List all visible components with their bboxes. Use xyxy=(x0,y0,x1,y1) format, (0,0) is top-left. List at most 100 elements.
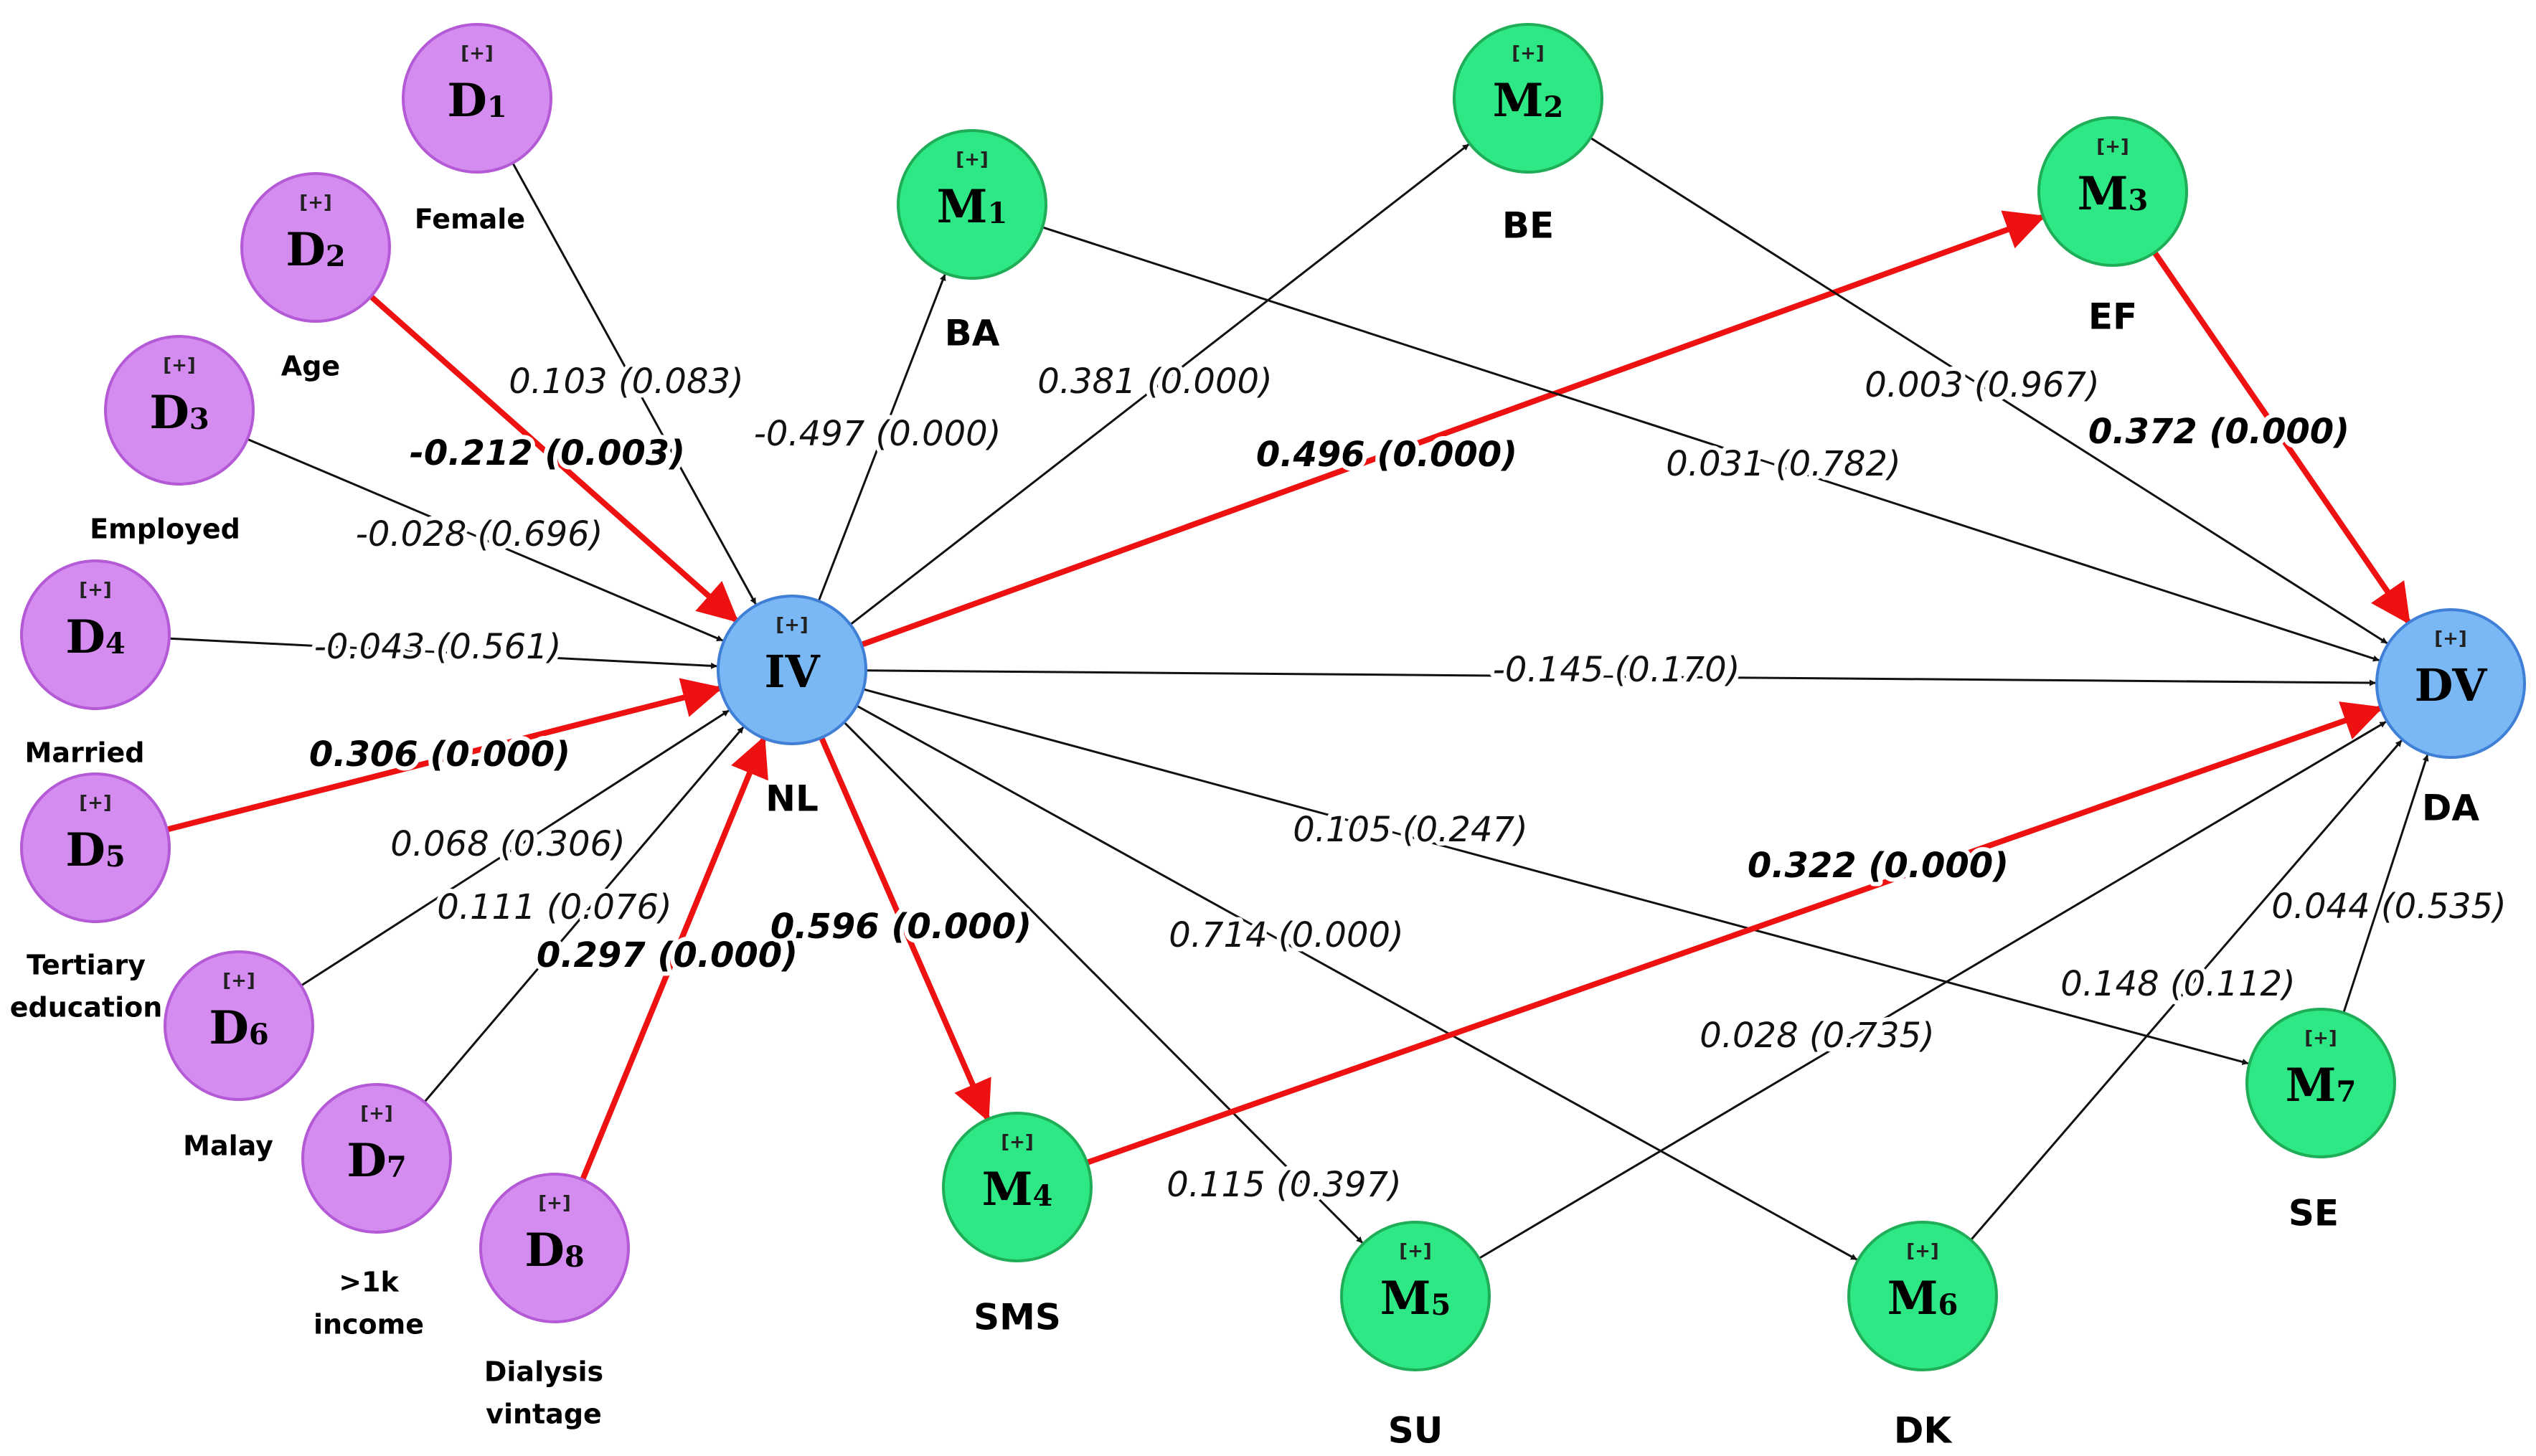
node-label: D4 xyxy=(65,610,125,664)
node-circle[interactable] xyxy=(2375,608,2526,759)
node-d8[interactable]: [+]D8 xyxy=(479,1173,630,1323)
expand-marker-icon[interactable]: [+] xyxy=(776,615,809,636)
construct-nodes: [+]D1[+]D2[+]D3[+]D4[+]D5[+]D6[+]D7[+]D8… xyxy=(20,23,2526,1371)
node-label: M5 xyxy=(1380,1272,1451,1325)
node-d5[interactable]: [+]D5 xyxy=(20,772,171,923)
path-coefficient-label: 0.068 (0.306) xyxy=(390,824,626,864)
node-m3[interactable]: [+]M3 xyxy=(2037,116,2188,267)
expand-marker-icon[interactable]: [+] xyxy=(2096,136,2129,158)
node-circle[interactable] xyxy=(942,1112,1093,1262)
caption-m7: SE xyxy=(2288,1193,2339,1234)
node-d3[interactable]: [+] D3 xyxy=(104,335,255,486)
caption-m2: BE xyxy=(1502,205,1554,247)
node-circle[interactable] xyxy=(479,1173,630,1323)
node-m5[interactable]: [+] M5 xyxy=(1340,1221,1491,1371)
path-arrow-d2-to-iv xyxy=(369,294,739,623)
path-coefficient-label: 0.306 (0.000) xyxy=(309,734,570,775)
node-m6[interactable]: [+] M6 xyxy=(1847,1221,1998,1371)
node-circle[interactable] xyxy=(2245,1008,2396,1158)
expand-marker-icon[interactable]: [+] xyxy=(163,355,196,377)
path-coefficient-label: 0.105 (0.247) xyxy=(1293,810,1528,850)
caption-d6: Malay xyxy=(183,1130,273,1162)
path-arrow-iv-to-m4 xyxy=(819,736,991,1122)
node-label: D1 xyxy=(447,74,506,128)
expand-marker-icon[interactable]: [+] xyxy=(2304,1028,2337,1049)
node-d7[interactable]: [+]D7 xyxy=(301,1083,452,1234)
caption-d8: vintage xyxy=(486,1398,602,1429)
node-circle[interactable] xyxy=(897,129,1047,280)
path-coefficient-label: 0.115 (0.397) xyxy=(1166,1165,1402,1205)
expand-marker-icon[interactable]: [+] xyxy=(538,1193,571,1214)
path-arrow-iv-to-m1 xyxy=(817,274,946,602)
expand-marker-icon[interactable]: [+] xyxy=(1001,1132,1034,1153)
node-circle[interactable] xyxy=(1340,1221,1491,1371)
node-circle[interactable] xyxy=(301,1083,452,1234)
node-label: M7 xyxy=(2286,1059,2357,1112)
node-d6[interactable]: [+] D6 xyxy=(164,950,314,1101)
node-m1[interactable]: [+]M1 xyxy=(897,129,1047,280)
node-circle[interactable] xyxy=(104,335,255,486)
expand-marker-icon[interactable]: [+] xyxy=(79,793,112,814)
path-coefficient-label: -0.212 (0.003) xyxy=(410,433,685,473)
path-arrow-m2-to-dv xyxy=(1590,136,2388,644)
path-arrow-iv-to-m5 xyxy=(843,721,1363,1244)
node-m4[interactable]: [+]M4 xyxy=(942,1112,1093,1262)
path-coefficient-label: 0.496 (0.000) xyxy=(1256,435,1517,475)
node-circle[interactable] xyxy=(240,172,391,323)
node-circle[interactable] xyxy=(402,23,552,174)
expand-marker-icon[interactable]: [+] xyxy=(299,192,332,214)
path-arrow-d1-to-iv xyxy=(512,162,757,605)
caption-m6: DK xyxy=(1894,1410,1953,1452)
node-label: M6 xyxy=(1887,1272,1958,1325)
path-arrow-d5-to-iv xyxy=(166,678,723,833)
node-circle[interactable] xyxy=(2037,116,2188,267)
path-coefficient-label: 0.596 (0.000) xyxy=(770,907,1032,947)
node-dv[interactable]: [+]DV xyxy=(2375,608,2526,759)
caption-m4: SMS xyxy=(974,1297,1061,1338)
node-circle[interactable] xyxy=(1847,1221,1998,1371)
caption-d1: Female xyxy=(415,204,525,235)
node-d1[interactable]: [+] D1 xyxy=(402,23,552,174)
node-iv[interactable]: [+]IV xyxy=(717,595,867,745)
caption-d7: income xyxy=(314,1308,424,1340)
expand-marker-icon[interactable]: [+] xyxy=(461,43,494,65)
path-coefficient-label: 0.103 (0.083) xyxy=(509,361,744,402)
caption-iv: NL xyxy=(765,778,819,820)
path-arrow-iv-to-dv xyxy=(865,669,2376,686)
path-arrow-iv-to-m3 xyxy=(860,210,2046,648)
expand-marker-icon[interactable]: [+] xyxy=(222,970,255,992)
path-arrow-m4-to-dv xyxy=(1085,701,2384,1166)
path-arrow-m7-to-dv xyxy=(2342,755,2429,1013)
node-label: M2 xyxy=(1493,74,1564,128)
path-coefficient-label: 0.028 (0.735) xyxy=(1700,1016,1935,1056)
caption-dv: DA xyxy=(2422,788,2480,829)
node-circle[interactable] xyxy=(717,595,867,745)
path-arrow-d7-to-iv xyxy=(423,727,745,1103)
node-d2[interactable]: [+]D2 xyxy=(240,172,391,323)
expand-marker-icon[interactable]: [+] xyxy=(1512,43,1545,65)
path-coefficient-label: 0.111 (0.076) xyxy=(437,887,672,927)
node-circle[interactable] xyxy=(20,772,171,923)
expand-marker-icon[interactable]: [+] xyxy=(2434,628,2467,650)
expand-marker-icon[interactable]: [+] xyxy=(79,580,112,601)
node-circle[interactable] xyxy=(20,559,171,710)
expand-marker-icon[interactable]: [+] xyxy=(956,149,989,171)
path-coefficient-label: 0.044 (0.535) xyxy=(2271,887,2507,927)
node-circle[interactable] xyxy=(1453,23,1603,174)
path-arrow-d4-to-iv xyxy=(169,637,717,669)
node-label: D6 xyxy=(209,1001,268,1055)
node-circle[interactable] xyxy=(164,950,314,1101)
path-arrow-d3-to-iv xyxy=(247,438,724,642)
node-d4[interactable]: [+] D4 xyxy=(20,559,171,710)
node-m7[interactable]: [+] M7 xyxy=(2245,1008,2396,1158)
path-coefficient-label: 0.003 (0.967) xyxy=(1865,365,2100,405)
node-label: D3 xyxy=(149,386,209,440)
path-coefficient-label: -0.043 (0.561) xyxy=(314,627,562,667)
path-coefficient-label: -0.497 (0.000) xyxy=(754,414,1001,454)
path-coefficient-label: 0.381 (0.000) xyxy=(1037,361,1273,402)
node-m2[interactable]: [+] M2 xyxy=(1453,23,1603,174)
expand-marker-icon[interactable]: [+] xyxy=(360,1103,393,1125)
expand-marker-icon[interactable]: [+] xyxy=(1399,1241,1432,1262)
expand-marker-icon[interactable]: [+] xyxy=(1906,1241,1939,1262)
